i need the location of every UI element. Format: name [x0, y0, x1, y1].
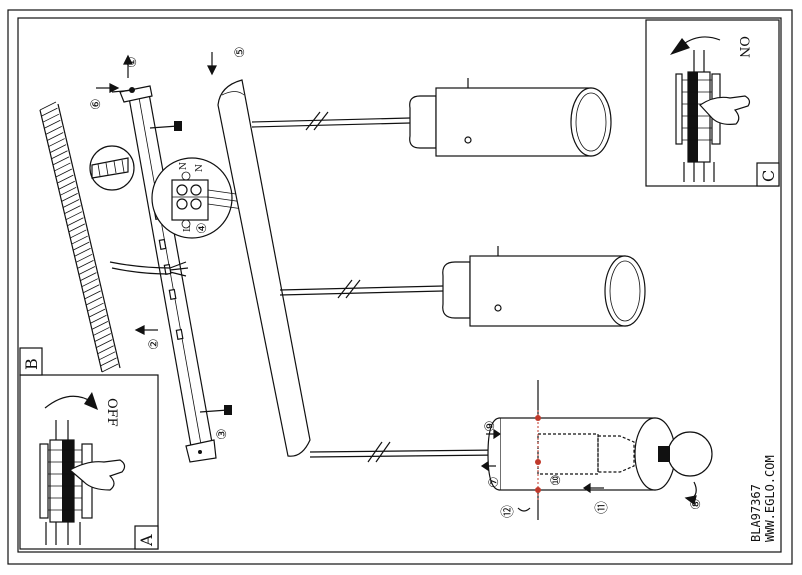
hatch-stroke — [72, 241, 90, 251]
mains-cable — [109, 261, 171, 269]
hatch-stroke — [42, 113, 60, 123]
hatch-stroke — [81, 278, 98, 288]
panel-c-switch-on: C ON — [645, 19, 780, 187]
outer-border — [7, 9, 793, 565]
step-12-label: ⑫ — [501, 505, 516, 518]
wall-plug-icon — [89, 145, 135, 191]
panel-b-label-box — [19, 347, 43, 376]
panel-c-label: C — [759, 170, 778, 182]
panel-b-main: B — [19, 46, 777, 542]
hatch-stroke — [48, 138, 65, 147]
step-4-label: ④ — [195, 222, 210, 234]
step-3-label: ③ — [215, 428, 230, 440]
hatch-stroke — [51, 150, 68, 160]
hatch-stroke — [47, 132, 64, 141]
small-screw-top-icon — [111, 87, 135, 93]
step-8-label: ⑧ — [689, 498, 704, 510]
hand-off-icon — [68, 459, 126, 491]
terminal-l: L — [183, 226, 193, 232]
hatch-stroke — [88, 308, 106, 318]
light-bulb-icon — [667, 431, 713, 477]
on-text: ON — [736, 36, 751, 58]
off-arrow-icon — [44, 395, 93, 409]
website-url: WWW.EGLO.COM — [763, 455, 777, 542]
hatch-stroke — [41, 107, 58, 117]
pendant-shade-2 — [279, 246, 646, 327]
screw-top-icon — [149, 121, 182, 131]
pendant-shade-1 — [251, 78, 612, 157]
hatch-stroke — [45, 126, 62, 135]
hatch-stroke — [65, 211, 83, 221]
hatch-stroke — [67, 217, 84, 227]
pendant-shade-3 — [309, 380, 713, 520]
hatch-stroke — [62, 199, 80, 208]
hatch-stroke — [85, 296, 103, 306]
step-2-label: ② — [147, 338, 162, 350]
hatch-stroke — [61, 193, 78, 202]
hatch-stroke — [55, 168, 73, 178]
panel-a-label: A — [137, 534, 156, 547]
hatch-stroke — [80, 272, 97, 281]
hatch-stroke — [64, 205, 81, 214]
step-arrows — [96, 52, 697, 512]
hatch-stroke — [49, 144, 67, 154]
off-arrowhead-icon — [84, 392, 98, 410]
step-11-label: ⑪ — [595, 501, 610, 514]
step-10-label: ⑩ — [549, 474, 564, 486]
screw-bottom-icon — [199, 405, 232, 415]
terminal-n2: N — [195, 164, 205, 172]
on-arrowhead-icon — [670, 38, 690, 55]
hatch-stroke — [100, 357, 117, 367]
hatch-stroke — [57, 174, 74, 184]
hatch-stroke — [71, 235, 88, 245]
step-9-label: ⑨ — [483, 420, 498, 432]
model-number: BLA97367 — [749, 484, 763, 542]
hatch-stroke — [91, 320, 109, 330]
panel-a-label-box — [134, 525, 159, 550]
panel-c-frame — [645, 19, 780, 187]
hatch-stroke — [87, 302, 104, 312]
terminal-n1: N — [179, 162, 189, 170]
ceiling-hatch — [39, 101, 121, 373]
terminal-block: N N L — [151, 157, 251, 239]
off-text: OFF — [104, 398, 119, 427]
canopy-rail — [217, 79, 311, 457]
hatch-stroke — [75, 253, 93, 263]
panel-b-label: B — [22, 358, 41, 370]
hatch-stroke — [52, 156, 70, 166]
hatch-stroke — [74, 247, 91, 257]
hatch-stroke — [83, 284, 100, 294]
panel-a-frame — [19, 374, 159, 550]
hatch-stroke — [84, 290, 101, 300]
lamp-socket-icon — [597, 435, 635, 473]
mains-cable-2 — [111, 267, 169, 275]
inner-border — [17, 17, 782, 553]
hatch-stroke — [98, 351, 116, 361]
cable-strands-icon — [169, 261, 189, 277]
panel-c-label-box — [756, 162, 780, 187]
hatch-stroke — [93, 327, 110, 336]
hatch-stroke — [39, 101, 57, 111]
hatch-stroke — [68, 223, 86, 233]
hatch-stroke — [101, 363, 119, 373]
hatch-stroke — [97, 345, 114, 355]
panel-a-switch-off: A OFF — [19, 374, 159, 550]
hatch-stroke — [77, 260, 94, 269]
hand-on-icon — [699, 95, 751, 125]
on-arrow-icon — [681, 36, 721, 46]
step-5-label: ⑤ — [233, 46, 248, 58]
hatch-stroke — [96, 339, 113, 348]
hatch-stroke — [90, 314, 107, 324]
hatch-stroke — [70, 229, 87, 239]
step-7-label: ⑦ — [487, 476, 502, 488]
hatch-stroke — [54, 162, 71, 172]
hatch-stroke — [94, 333, 111, 342]
hatch-stroke — [60, 186, 77, 196]
hatch-stroke — [78, 266, 96, 275]
hatch-stroke — [58, 180, 75, 190]
step-1-label: ① — [125, 56, 140, 68]
step-6-label: ⑥ — [89, 98, 104, 110]
hatch-stroke — [44, 119, 61, 129]
